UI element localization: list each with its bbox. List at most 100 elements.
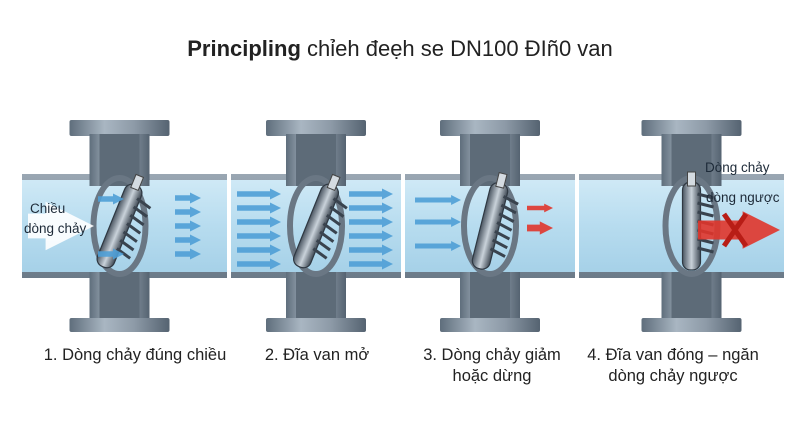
spring-coil xyxy=(132,205,148,218)
diagram-title: Principling chỉeh đeẹh se DN100 ĐIñ0 van xyxy=(0,36,800,62)
top-flange xyxy=(440,120,540,136)
spring-coil xyxy=(126,222,142,235)
flow-arrow xyxy=(98,248,124,260)
valve-panel-3 xyxy=(405,120,575,332)
caption-1-line1: 1. Dòng chảy đúng chiều xyxy=(43,346,227,364)
bottom-flange xyxy=(440,318,540,332)
valve-disc-assembly xyxy=(681,171,714,271)
spring-coil xyxy=(697,210,714,218)
spring-coil xyxy=(136,197,152,210)
backflow-arrow xyxy=(698,211,780,249)
flow-arrow xyxy=(349,216,393,228)
spring-coil xyxy=(319,230,335,243)
flow-arrows xyxy=(698,211,780,249)
disc-stem xyxy=(687,171,696,187)
bottom-flange xyxy=(266,318,366,332)
title-rest: chỉeh đeẹh se DN100 ĐIñ0 van xyxy=(300,36,613,61)
spring-coil xyxy=(498,212,515,223)
top-flange xyxy=(69,120,170,136)
flow-arrows xyxy=(237,188,393,270)
reduced-arrow xyxy=(527,203,553,213)
disc-stem xyxy=(326,173,341,192)
spring-coil xyxy=(325,214,342,227)
bottom-neck-inner xyxy=(470,272,510,322)
spring-coil xyxy=(129,214,145,227)
caption-panel-3: 3. Dòng chảy giảm hoặc dừng xyxy=(397,345,587,387)
flow-arrow xyxy=(98,193,124,205)
flow-arrow xyxy=(237,188,281,200)
flow-arrows xyxy=(28,192,201,260)
spring-coil xyxy=(489,247,506,258)
valve-panel-1 xyxy=(22,120,227,332)
flow-arrow xyxy=(349,244,393,256)
valve-body xyxy=(461,175,519,277)
spring-coil xyxy=(697,201,714,209)
backflow-line2: dòng ngược xyxy=(706,190,780,205)
bottom-neck-inner xyxy=(671,272,712,322)
bottom-neck-inner xyxy=(99,272,140,322)
title-bold: Principling xyxy=(187,36,301,61)
spring-coil xyxy=(494,230,511,241)
spring-coil xyxy=(312,247,328,260)
flow-arrow xyxy=(237,244,281,256)
spring-coil xyxy=(697,237,714,245)
spring-coil xyxy=(115,247,132,260)
flow-direction-line1: Chiều xyxy=(30,201,66,216)
caption-2-line1: 2. Đĩa van mở xyxy=(264,346,370,364)
backflow-label-2: dòng ngược xyxy=(706,189,779,206)
spring-coil xyxy=(500,203,517,215)
flow-arrow xyxy=(349,230,393,242)
flow-arrow xyxy=(175,234,201,246)
top-flange xyxy=(641,120,742,136)
flow-arrow xyxy=(349,202,393,214)
flow-arrow xyxy=(415,195,461,205)
caption-panel-2: 2. Đĩa van mở xyxy=(222,345,412,366)
spring-coil xyxy=(315,239,331,252)
valve-body xyxy=(287,175,345,277)
bottom-flange xyxy=(69,318,170,332)
caption-3-line2: hoặc dừng xyxy=(452,367,532,385)
flow-arrows xyxy=(415,195,553,251)
flow-arrow xyxy=(237,230,281,242)
top-flange xyxy=(266,120,366,136)
disc-stem xyxy=(130,173,145,192)
big-flow-arrow xyxy=(28,201,94,251)
disc-stem xyxy=(495,172,508,189)
flow-direction-line2: dòng chảy xyxy=(24,221,87,236)
flow-arrow xyxy=(237,202,281,214)
spring-coil xyxy=(122,230,138,243)
caption-4-line2: dòng chảy ngược xyxy=(608,367,738,385)
caption-panel-1: 1. Dòng chảy đúng chiều xyxy=(40,345,230,366)
flow-arrow xyxy=(237,258,281,270)
flow-arrow xyxy=(349,188,393,200)
caption-4-line1: 4. Đĩa van đóng – ngăn xyxy=(587,346,759,364)
spring-coil xyxy=(329,205,345,218)
caption-3-line1: 3. Dòng chảy giảm xyxy=(423,346,561,364)
valve-disc-assembly xyxy=(292,173,348,269)
flow-arrow xyxy=(175,192,201,204)
flow-arrow xyxy=(237,216,281,228)
spring-coil xyxy=(332,197,348,210)
flow-arrow xyxy=(175,220,201,232)
spring-coil xyxy=(119,239,135,252)
spring-coil xyxy=(697,246,714,254)
valve-disc-assembly xyxy=(96,173,152,269)
spring-coil xyxy=(697,192,714,200)
valve-panel-2 xyxy=(231,120,401,332)
flow-arrow xyxy=(175,206,201,218)
flow-arrow xyxy=(349,258,393,270)
caption-panel-4: 4. Đĩa van đóng – ngăn dòng chảy ngược xyxy=(578,345,768,387)
flow-direction-label: Chiều xyxy=(30,200,65,217)
reduced-arrow xyxy=(527,221,553,235)
spring-coil xyxy=(496,221,513,232)
backflow-line1: Dòng chảy xyxy=(705,160,770,175)
bottom-neck-inner xyxy=(296,272,336,322)
spring-coil xyxy=(322,222,338,235)
blocked-cross-icon xyxy=(721,212,749,248)
spring-coil xyxy=(502,195,519,206)
flow-arrow xyxy=(415,241,461,251)
spring-coil xyxy=(491,238,508,250)
backflow-label: Dòng chảy xyxy=(705,159,770,176)
valve-disc-assembly xyxy=(471,172,519,270)
